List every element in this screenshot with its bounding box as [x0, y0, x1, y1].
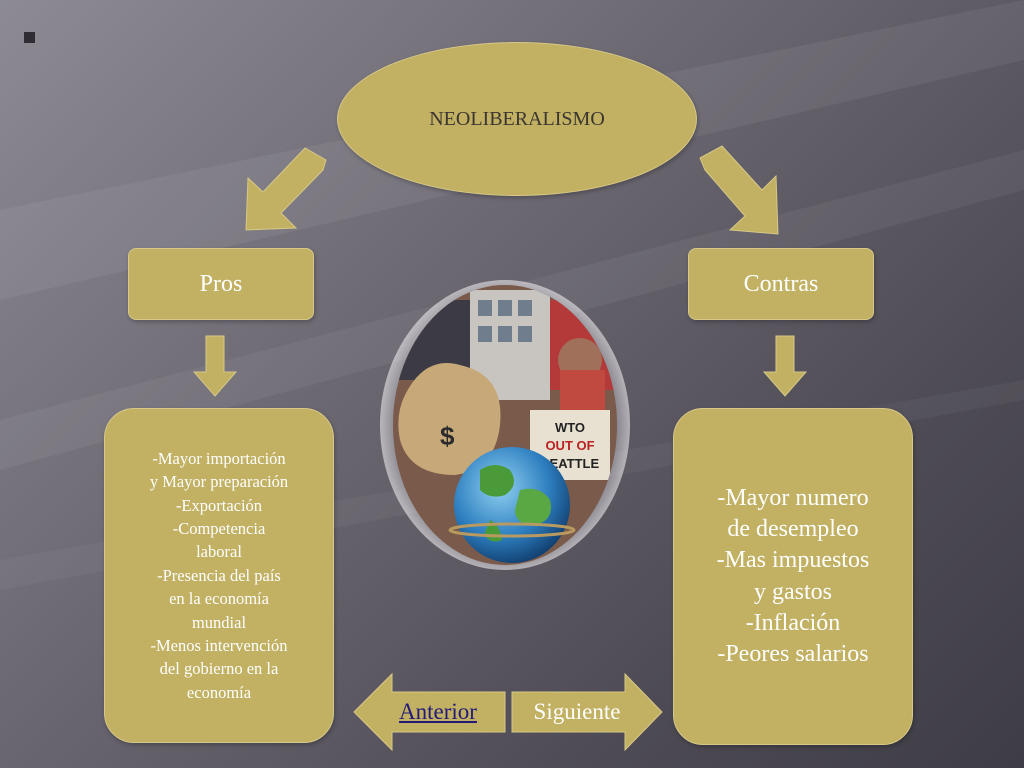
contras-node: Contras [688, 248, 874, 320]
pros-item: en la economía [169, 589, 269, 609]
svg-text:OUT OF: OUT OF [545, 438, 594, 453]
root-node-neoliberalismo: NEOLIBERALISMO [337, 42, 697, 196]
pros-item: economía [186, 682, 252, 702]
pros-item: -Exportación [175, 495, 263, 515]
contras-item: -Inflación [745, 609, 841, 636]
root-node-label: NEOLIBERALISMO [429, 107, 605, 130]
money-bag-icon [398, 363, 501, 475]
previous-link[interactable]: Anterior [399, 699, 477, 724]
contras-label: Contras [743, 270, 819, 297]
next-arrow-shape[interactable] [511, 672, 663, 752]
pros-item: del gobierno en la [159, 659, 279, 679]
arrow-to-pros [245, 147, 327, 231]
pros-node: Pros [128, 248, 314, 320]
contras-item: y gastos [754, 578, 832, 605]
pros-item: -Menos intervención [150, 636, 288, 656]
pros-label: Pros [199, 270, 243, 297]
contras-item: -Mas impuestos [716, 547, 870, 574]
pros-item: laboral [196, 542, 242, 562]
slide-bullet-marker [22, 30, 37, 45]
contras-list-box: -Mayor numero de desempleo -Mas impuesto… [673, 408, 913, 745]
pros-item: mundial [191, 612, 247, 632]
globe-icon [454, 447, 570, 563]
pros-item: -Presencia del país [157, 565, 281, 585]
previous-arrow-shape[interactable] [353, 672, 506, 752]
arrow-contras-down [762, 335, 808, 397]
arrow-to-contras [699, 145, 779, 235]
pros-list-box: -Mayor importación y Mayor preparación -… [104, 408, 334, 743]
next-label[interactable]: Siguiente [533, 699, 621, 724]
arrow-pros-down [192, 335, 238, 397]
pros-item: -Competencia [172, 518, 266, 538]
pros-item: -Mayor importación [152, 448, 286, 468]
contras-item: -Mayor numero [717, 484, 869, 511]
svg-text:$: $ [440, 421, 455, 451]
pros-item: y Mayor preparación [149, 472, 289, 492]
svg-text:WTO: WTO [555, 420, 585, 435]
contras-item: -Peores salarios [717, 640, 869, 667]
contras-item: de desempleo [727, 516, 859, 543]
